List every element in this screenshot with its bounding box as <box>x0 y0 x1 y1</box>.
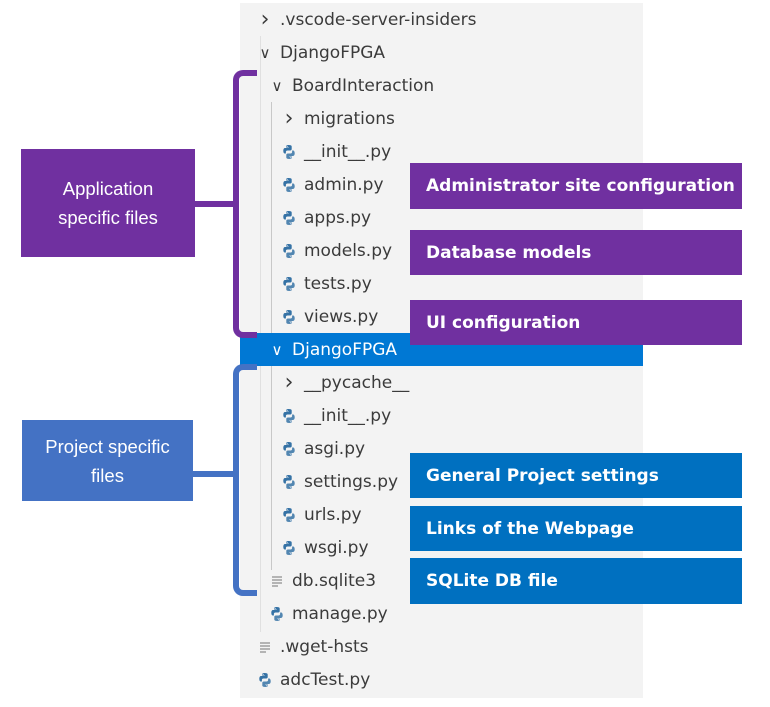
chevron-right-icon[interactable]: › <box>260 6 270 32</box>
python-file-icon <box>268 605 286 623</box>
note-db-text: SQLite DB file <box>426 571 558 591</box>
indent-guide <box>271 366 272 570</box>
note-settings: General Project settings <box>410 453 742 498</box>
application-callout: Application specific files <box>21 149 195 257</box>
note-settings-text: General Project settings <box>426 465 659 486</box>
application-bracket <box>233 70 257 338</box>
tree-item-manage-py[interactable]: manage.py <box>240 597 643 630</box>
project-bracket <box>233 364 257 596</box>
tree-item-adctest-py[interactable]: adcTest.py <box>240 663 643 696</box>
python-file-icon <box>280 308 298 326</box>
tree-item-label: adcTest.py <box>280 669 371 690</box>
chevron-down-icon[interactable]: ∨ <box>271 76 283 95</box>
tree-item-vscode-server-insiders[interactable]: › .vscode-server-insiders <box>240 3 643 36</box>
python-file-icon <box>280 473 298 491</box>
tree-item-label: __init__.py <box>304 405 392 426</box>
tree-item-admin-py[interactable]: admin.py <box>240 168 643 201</box>
tree-item-label: __pycache__ <box>304 372 410 393</box>
tree-item-asgi-py[interactable]: asgi.py <box>240 432 643 465</box>
tree-item-urls-py[interactable]: urls.py <box>240 498 643 531</box>
note-views-text: UI configuration <box>426 312 581 333</box>
tree-item-label: settings.py <box>304 471 399 492</box>
note-views: UI configuration <box>410 300 742 345</box>
tree-item-wget-hsts[interactable]: .wget-hsts <box>240 630 643 663</box>
tree-item-boardinteraction[interactable]: ∨ BoardInteraction <box>240 69 643 102</box>
tree-item-label: urls.py <box>304 504 362 525</box>
application-callout-label: Application specific files <box>58 178 158 228</box>
tree-item-views-py[interactable]: views.py <box>240 300 643 333</box>
tree-item-models-py[interactable]: models.py <box>240 234 643 267</box>
project-connector <box>193 471 235 477</box>
chevron-down-icon[interactable]: ∨ <box>259 43 271 62</box>
tree-item-label: views.py <box>304 306 379 327</box>
python-file-icon <box>280 275 298 293</box>
tree-item-tests-py[interactable]: tests.py <box>240 267 643 300</box>
tree-item-label: .wget-hsts <box>280 636 369 657</box>
python-file-icon <box>280 209 298 227</box>
file-lines-icon <box>256 638 274 656</box>
python-file-icon <box>280 176 298 194</box>
note-db: SQLite DB file <box>410 558 742 604</box>
tree-item-label: DjangoFPGA <box>280 42 386 63</box>
chevron-right-icon[interactable]: › <box>284 105 294 131</box>
tree-item-label: manage.py <box>292 603 388 624</box>
tree-item-label: apps.py <box>304 207 372 228</box>
python-file-icon <box>280 407 298 425</box>
project-callout-label: Project specific files <box>45 435 170 486</box>
tree-item-pycache[interactable]: › __pycache__ <box>240 366 643 399</box>
tree-item-settings-py[interactable]: settings.py <box>240 465 643 498</box>
python-file-icon <box>280 539 298 557</box>
note-models: Database models <box>410 230 742 275</box>
tree-item-label: .vscode-server-insiders <box>280 9 477 30</box>
file-lines-icon <box>268 572 286 590</box>
tree-item-label: wsgi.py <box>304 537 369 558</box>
tree-item-label: models.py <box>304 240 393 261</box>
application-connector <box>195 201 235 207</box>
tree-item-djangofpga[interactable]: ∨ DjangoFPGA <box>240 36 643 69</box>
note-admin-text: Administrator site configuration <box>426 176 735 196</box>
tree-item-db-sqlite3[interactable]: db.sqlite3 <box>240 564 643 597</box>
tree-item-label: BoardInteraction <box>292 75 435 96</box>
tree-item-label: db.sqlite3 <box>292 570 377 591</box>
chevron-right-icon[interactable]: › <box>284 369 294 395</box>
note-models-text: Database models <box>426 242 592 263</box>
indent-guide <box>271 102 272 336</box>
python-file-icon <box>280 242 298 260</box>
tree-item-label: __init__.py <box>304 141 392 162</box>
tree-item-apps-py[interactable]: apps.py <box>240 201 643 234</box>
tree-item-migrations[interactable]: › migrations <box>240 102 643 135</box>
python-file-icon <box>280 143 298 161</box>
tree-item-label: tests.py <box>304 273 372 294</box>
note-admin: Administrator site configuration <box>410 163 742 209</box>
tree-item-label: migrations <box>304 108 395 129</box>
note-urls-text: Links of the Webpage <box>426 518 634 539</box>
note-urls: Links of the Webpage <box>410 506 742 551</box>
python-file-icon <box>280 506 298 524</box>
tree-item-init-py[interactable]: __init__.py <box>240 399 643 432</box>
tree-item-wsgi-py[interactable]: wsgi.py <box>240 531 643 564</box>
tree-item-init-py[interactable]: __init__.py <box>240 135 643 168</box>
python-file-icon <box>280 440 298 458</box>
chevron-down-icon[interactable]: ∨ <box>271 340 283 359</box>
python-file-icon <box>256 671 274 689</box>
tree-item-label: DjangoFPGA <box>292 339 398 360</box>
tree-item-label: asgi.py <box>304 438 366 459</box>
tree-item-label: admin.py <box>304 174 384 195</box>
project-callout: Project specific files <box>22 420 193 501</box>
